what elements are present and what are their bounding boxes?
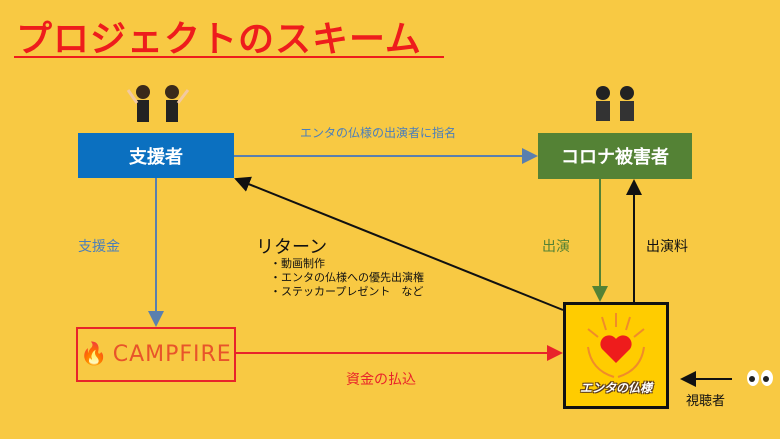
return-item: ・動画制作	[270, 257, 325, 270]
label-appearance: 出演	[542, 239, 570, 255]
label-funding: 支援金	[78, 239, 120, 255]
node-campfire: 🔥CAMPFIRE	[76, 327, 236, 382]
return-items-list: ・動画制作 ・エンタの仏様への優先出演権 ・ステッカープレゼント など	[270, 257, 424, 299]
victims-people-icon	[596, 86, 634, 121]
eyes-icon	[747, 370, 773, 386]
return-item: ・エンタの仏様への優先出演権	[270, 271, 424, 284]
label-return-title: リターン	[256, 237, 328, 258]
return-item: ・ステッカープレゼント など	[270, 285, 424, 298]
fire-icon: 🔥	[80, 342, 109, 367]
campfire-label: CAMPFIRE	[112, 342, 232, 367]
title-underline	[14, 56, 444, 58]
node-supporter: 支援者	[78, 133, 234, 178]
heart-hands-icon	[587, 313, 645, 378]
node-enta-logo: エンタの仏様	[563, 302, 669, 409]
label-fee: 出演料	[646, 239, 688, 255]
node-corona-victim: コロナ被害者	[538, 133, 692, 179]
label-viewer: 視聴者	[686, 394, 726, 409]
label-nominate: エンタの仏様の出演者に指名	[300, 126, 457, 140]
label-payment: 資金の払込	[346, 372, 416, 388]
arrow-return	[234, 176, 564, 311]
enta-logo-text: エンタの仏様	[579, 381, 652, 395]
page-title: プロジェクトのスキーム	[16, 19, 422, 60]
supporters-people-icon	[126, 85, 190, 122]
